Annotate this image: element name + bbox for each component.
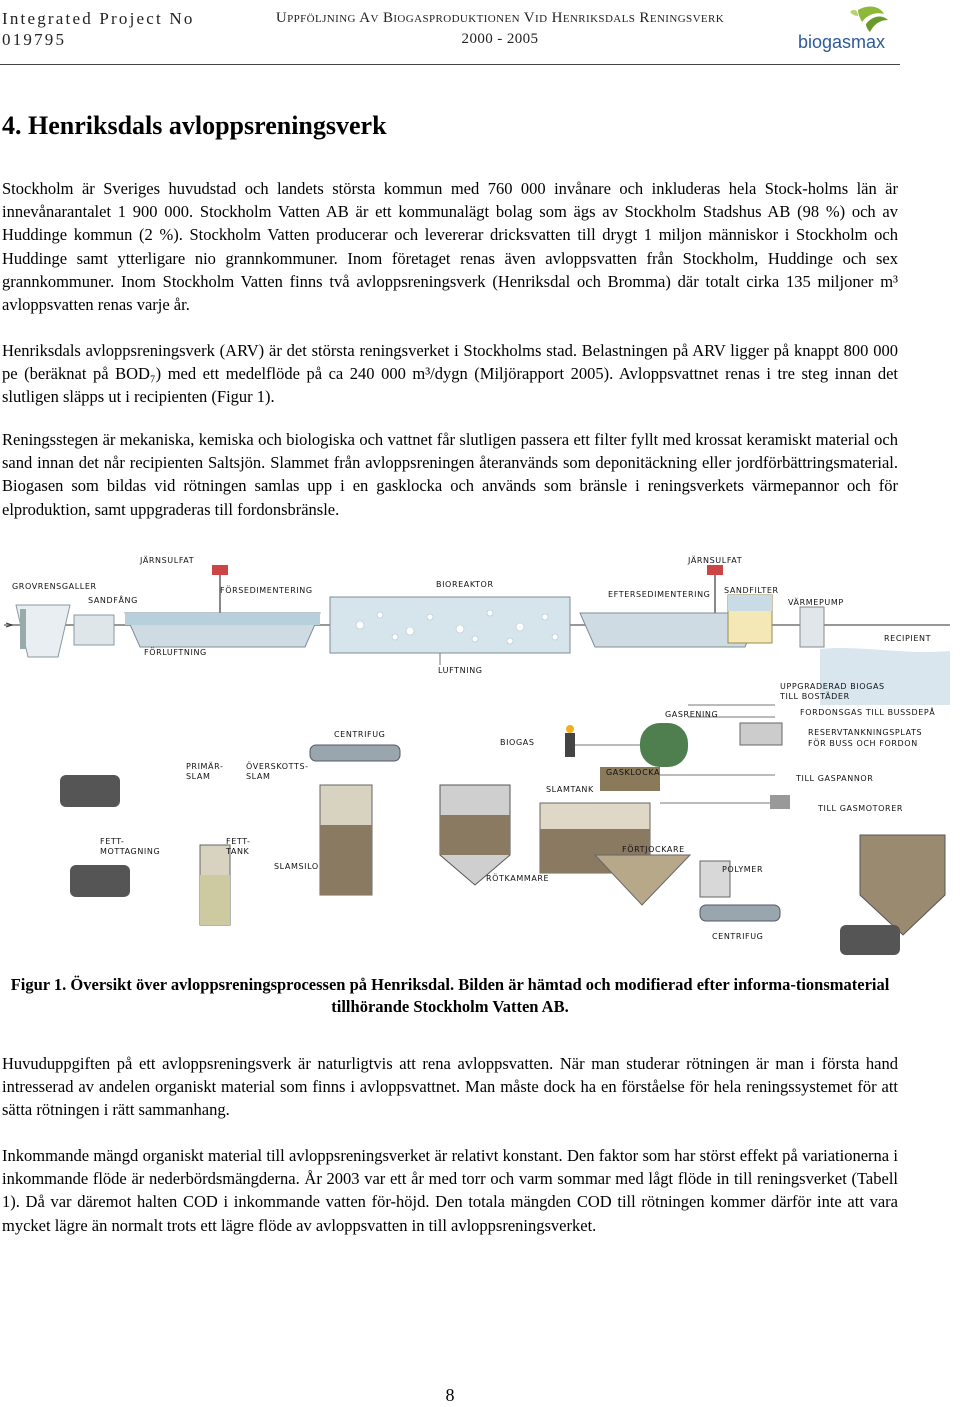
diagram-label: TILL BOSTÄDER — [779, 691, 850, 701]
diagram-label: FÖRTJOCKARE — [622, 844, 685, 854]
diagram-label: SLAM — [246, 772, 271, 781]
biogasmax-logo: biogasmax — [798, 6, 888, 52]
diagram-label: ÖVERSKOTTS- — [246, 761, 309, 771]
final-sludge-silo — [859, 834, 946, 936]
truck-1 — [60, 775, 120, 807]
truck-3 — [840, 925, 900, 955]
diagram-label: FÖRLUFTNING — [144, 647, 207, 657]
diagram-label: RÖTKAMMARE — [486, 873, 549, 883]
header-rule — [0, 64, 900, 65]
diagram-label: FÖRSEDIMENTERING — [220, 585, 313, 595]
diagram-label: FORDONSGAS TILL BUSSDEPÅ — [800, 706, 935, 717]
project-label: Integrated Project No — [2, 9, 195, 28]
diagram-label: GASKLOCKA — [606, 768, 660, 777]
centrifug-2 — [699, 904, 781, 922]
project-number: 019795 — [2, 30, 67, 49]
diagram-label: POLYMER — [722, 865, 763, 874]
logo-text: biogasmax — [798, 32, 885, 52]
header-project: Integrated Project No 019795 — [2, 8, 195, 50]
paragraph-3: Reningsstegen är mekaniska, kemiska och … — [2, 430, 898, 519]
fortjockare — [593, 854, 692, 906]
jarnsulfat-dosing-2 — [707, 565, 723, 575]
page-number: 8 — [445, 1385, 455, 1405]
figure-caption: Figur 1. Översikt över avloppsreningspro… — [10, 975, 890, 1016]
diagram-label: FETT- — [226, 837, 250, 846]
gasmotor — [770, 795, 790, 809]
diagram-label: TILL GASMOTORER — [817, 804, 903, 813]
slamsilo-content — [320, 825, 372, 895]
diagram-label: GASRENING — [665, 710, 718, 719]
sandfilter-water — [728, 595, 772, 611]
document-title: Uppföljning Av Biogasproduktionen Vid He… — [275, 10, 725, 26]
truck-2 — [70, 865, 130, 897]
diagram-label: RECIPIENT — [884, 634, 931, 643]
diagram-label: PRIMÄR- — [186, 761, 223, 771]
header-title-block: Uppföljning Av Biogasproduktionen Vid He… — [220, 8, 780, 50]
diagram-label: JÄRNSULFAT — [139, 555, 194, 565]
gasrening-unit — [640, 723, 688, 767]
diagram-label: SLAMTANK — [546, 785, 594, 794]
process-diagram: JÄRNSULFAT JÄRNSULFAT GROVRENSGALLER SAN… — [4, 555, 950, 955]
diagram-label: FETT- — [100, 837, 124, 846]
section-heading: 4. Henriksdals avloppsreningsverk — [2, 111, 387, 140]
jarnsulfat-dosing-1 — [212, 565, 228, 575]
grovrensgaller-screen — [20, 609, 26, 649]
biogas-flare — [565, 733, 575, 757]
centrifug-1 — [309, 744, 401, 762]
diagram-label: UPPGRADERAD BIOGAS — [780, 682, 885, 691]
bioreaktor-bubbles — [355, 609, 559, 645]
diagram-label: RESERVTANKNINGSPLATS — [808, 728, 922, 737]
paragraph-4: Huvuduppgiften på ett avloppsreningsverk… — [2, 1054, 898, 1120]
eftersedimentering-tank — [579, 612, 761, 648]
paragraph-1: Stockholm är Sveriges huvudstad och land… — [2, 179, 898, 315]
inlet-arrow — [5, 622, 14, 628]
forluftning-tank — [73, 614, 115, 646]
diagram-label: CENTRIFUG — [712, 932, 764, 941]
diagram-label: TILL GASPANNOR — [795, 774, 873, 783]
polymer-tank — [699, 860, 731, 898]
diagram-label: CENTRIFUG — [334, 730, 386, 739]
diagram-label: SLAM — [186, 772, 211, 781]
diagram-label: VÄRMEPUMP — [788, 597, 844, 607]
diagram-label: TANK — [225, 847, 250, 856]
diagram-label: SLAMSILO — [274, 862, 319, 871]
diagram-label: SANDFILTER — [724, 586, 779, 595]
diagram-label: FÖR BUSS OCH FORDON — [808, 738, 918, 748]
paragraph-5: Inkommande mängd organiskt material till… — [2, 1146, 898, 1235]
forsedimentering-water — [125, 613, 320, 625]
reservtankning-truck — [739, 722, 783, 746]
diagram-label: MOTTAGNING — [100, 847, 160, 856]
paragraph-2: Henriksdals avloppsreningsverk (ARV) är … — [2, 341, 898, 407]
diagram-label: BIOREAKTOR — [436, 580, 494, 589]
varmepump — [799, 606, 825, 648]
bioreaktor-tank — [329, 596, 571, 654]
recipient-water — [820, 648, 950, 705]
biogas-flame — [566, 725, 574, 733]
diagram-label: JÄRNSULFAT — [687, 555, 742, 565]
gasklocka — [600, 767, 660, 791]
diagram-label: GROVRENSGALLER — [12, 582, 97, 591]
document-years: 2000 - 2005 — [461, 31, 539, 47]
diagram-label: LUFTNING — [438, 666, 483, 675]
diagram-label: BIOGAS — [500, 738, 535, 747]
diagram-label: EFTERSEDIMENTERING — [608, 590, 710, 599]
rotkammare-content — [440, 815, 510, 855]
diagram-label: SANDFÅNG — [88, 594, 138, 605]
